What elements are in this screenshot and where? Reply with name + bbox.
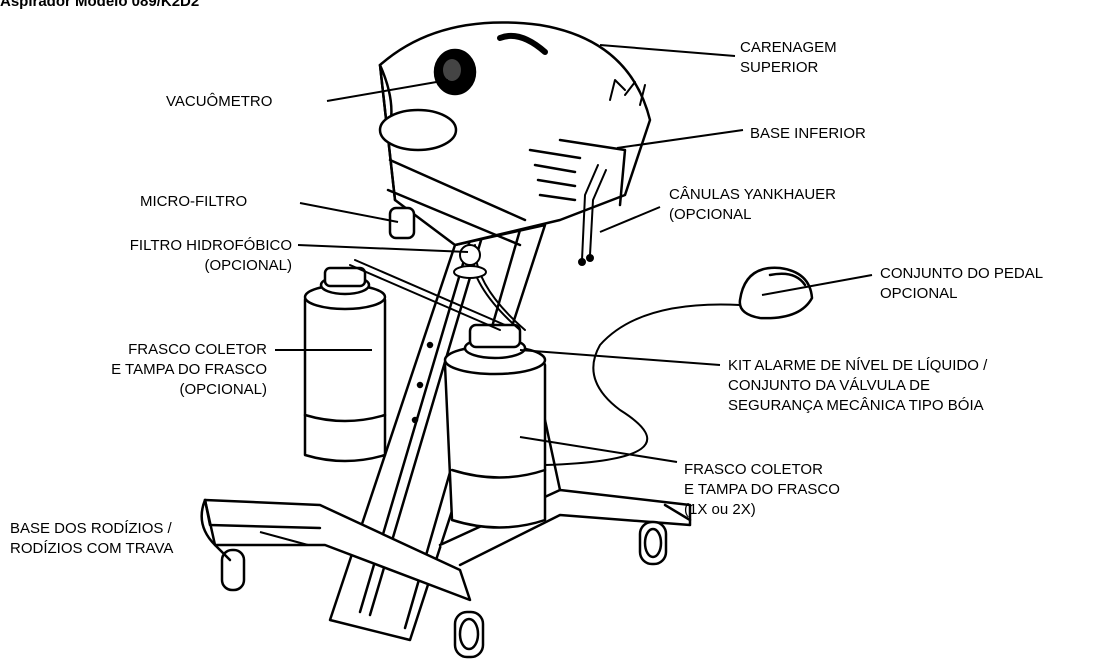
leader-base-inferior [617, 130, 743, 148]
label-kit-alarme: KIT ALARME DE NÍVEL DE LÍQUIDO / CONJUNT… [728, 356, 987, 416]
label-canulas-yankhauer: CÂNULAS YANKHAUER (OPCIONAL [669, 185, 836, 225]
leader-kit-alarme [520, 350, 720, 365]
leader-conjunto-pedal [762, 275, 872, 295]
label-frasco-coletor-left: FRASCO COLETOR E TAMPA DO FRASCO (OPCION… [111, 340, 267, 400]
leader-micro-filtro [300, 203, 398, 222]
label-vacuometro: VACUÔMETRO [166, 92, 272, 112]
label-filtro-hidrofobico: FILTRO HIDROFÓBICO (OPCIONAL) [130, 236, 292, 276]
leader-canulas-yankhauer [600, 207, 660, 232]
label-conjunto-pedal: CONJUNTO DO PEDAL OPCIONAL [880, 264, 1043, 304]
label-frasco-coletor-right: FRASCO COLETOR E TAMPA DO FRASCO (1X ou … [684, 460, 840, 520]
leader-frasco-coletor-right [520, 437, 677, 462]
leader-vacuometro [327, 80, 448, 101]
label-micro-filtro: MICRO-FILTRO [140, 192, 247, 212]
label-base-rodizios: BASE DOS RODÍZIOS / RODÍZIOS COM TRAVA [10, 519, 173, 559]
label-base-inferior: BASE INFERIOR [750, 124, 866, 144]
leader-base-rodizios [260, 532, 308, 545]
leader-carenagem-superior [600, 45, 735, 56]
label-carenagem-superior: CARENAGEM SUPERIOR [740, 38, 837, 78]
leader-filtro-hidrofobico [298, 245, 468, 252]
